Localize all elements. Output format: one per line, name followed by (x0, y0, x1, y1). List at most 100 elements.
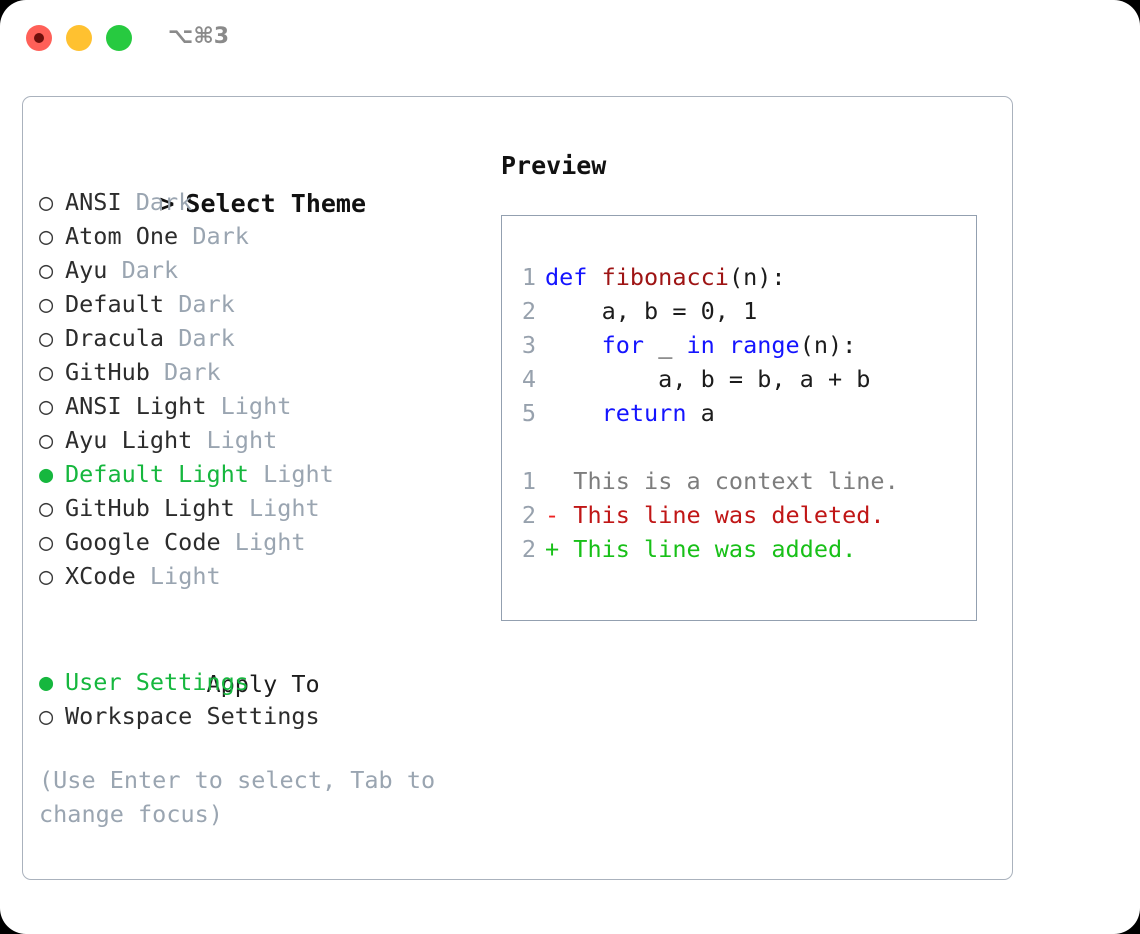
diff-text: This line was deleted. (559, 501, 885, 529)
code-token (715, 331, 729, 359)
code-token: a, b = 0, 1 (545, 297, 758, 325)
minimize-window-button[interactable] (66, 25, 92, 51)
spacer (122, 188, 136, 216)
theme-name-label: XCode (65, 562, 136, 590)
theme-name-label: Ayu (65, 256, 108, 284)
theme-name-label: Default (65, 290, 165, 318)
radio-unselected-icon: ○ (39, 392, 54, 420)
code-token: in (686, 331, 715, 359)
preview-title: Preview (501, 151, 607, 180)
theme-list-item[interactable]: ○Dracula Dark (39, 321, 499, 355)
radio-selected-icon: ● (39, 460, 54, 488)
theme-name-label: Google Code (65, 528, 221, 556)
theme-variant-label: Dark (164, 358, 221, 386)
spacer (235, 494, 249, 522)
code-token: a (686, 399, 715, 427)
apply-to-item[interactable]: ● User Settings (39, 665, 499, 699)
theme-variant-label: Dark (178, 290, 235, 318)
main-panel: >Select Theme ○ANSI Dark○Atom One Dark○A… (22, 96, 1013, 880)
theme-name-label: GitHub (65, 358, 150, 386)
line-number: 5 (521, 399, 536, 427)
apply-to-label: User Settings (65, 668, 249, 696)
apply-to-list: ● User Settings ○ Workspace Settings (39, 665, 499, 733)
diff-sign: - (545, 501, 560, 529)
apply-to-item[interactable]: ○ Workspace Settings (39, 699, 499, 733)
theme-name-label: Atom One (65, 222, 179, 250)
theme-list-item[interactable]: ○ GitHub Light Light (39, 491, 499, 525)
apply-to-header-label: Apply To (206, 670, 320, 698)
diff-line: 2+ This line was added. (506, 532, 972, 566)
theme-selector-column: >Select Theme ○ANSI Dark○Atom One Dark○A… (39, 147, 499, 831)
theme-variant-label: Light (263, 460, 334, 488)
diff-line: 1 This is a context line. (506, 464, 972, 498)
theme-variant-label: Dark (121, 256, 179, 284)
code-token: _ (644, 331, 687, 359)
theme-list-item[interactable]: ○ Atom One Dark (39, 219, 499, 253)
code-line: 2 a, b = 0, 1 (506, 294, 972, 328)
code-line: 3 for _ in range(n): (506, 328, 972, 362)
select-theme-header: >Select Theme (39, 147, 499, 218)
theme-variant-label: Light (206, 426, 278, 454)
theme-list-item[interactable]: ○Ayu Dark (39, 253, 499, 287)
theme-variant-label: Dark (135, 188, 193, 216)
theme-list-item[interactable]: ○ Default Dark (39, 287, 499, 321)
radio-unselected-icon: ○ (39, 494, 54, 522)
diff-sign: + (545, 535, 560, 563)
spacer (164, 290, 178, 318)
diff-line: 2- This line was deleted. (506, 498, 972, 532)
code-token: (n): (728, 263, 786, 291)
radio-unselected-icon: ○ (39, 562, 54, 590)
theme-variant-label: Light (149, 562, 221, 590)
apply-to-header: Apply To (39, 627, 499, 698)
theme-list-item[interactable]: ○ANSI Light Light (39, 389, 499, 423)
theme-list-item[interactable]: ○Google Code Light (39, 525, 499, 559)
radio-selected-icon: ● (39, 668, 54, 696)
radio-unselected-icon: ○ (39, 702, 54, 730)
spacer (178, 222, 192, 250)
line-number: 1 (521, 467, 536, 495)
theme-name-label: GitHub Light (65, 494, 235, 522)
code-token: (n): (799, 331, 857, 359)
code-token: range (728, 331, 800, 359)
theme-list-item[interactable]: ○ Ayu Light Light (39, 423, 499, 457)
theme-list: ○ANSI Dark○Atom One Dark○Ayu Dark○Defaul… (39, 185, 499, 593)
code-token: def (545, 263, 602, 291)
radio-unselected-icon: ○ (39, 188, 54, 216)
theme-variant-label: Light (220, 392, 292, 420)
theme-variant-label: Dark (178, 324, 235, 352)
keyboard-hint-text: (Use Enter to select, Tab to change focu… (39, 766, 436, 828)
theme-list-item[interactable]: ○ XCode Light (39, 559, 499, 593)
code-token: for (601, 331, 645, 359)
line-number: 1 (521, 263, 536, 291)
radio-unselected-icon: ○ (39, 426, 54, 454)
theme-variant-label: Light (234, 528, 306, 556)
code-token: fibonacci (601, 263, 729, 291)
code-line: 5 return a (506, 396, 972, 430)
titlebar: ⌥⌘3 (0, 0, 1140, 78)
theme-list-item[interactable]: ○ANSI Dark (39, 185, 499, 219)
radio-unselected-icon: ○ (39, 290, 54, 318)
radio-unselected-icon: ○ (39, 222, 54, 250)
code-token (545, 399, 602, 427)
spacer (249, 460, 263, 488)
keyboard-shortcut-label: ⌥⌘3 (168, 24, 230, 49)
line-number: 2 (521, 535, 536, 563)
spacer (107, 256, 121, 284)
code-token: return (601, 399, 687, 427)
theme-list-item[interactable]: ○ GitHub Dark (39, 355, 499, 389)
spacer (136, 562, 150, 590)
theme-name-label: Ayu Light (65, 426, 193, 454)
maximize-window-button[interactable] (106, 25, 132, 51)
theme-list-item[interactable]: ●Default Light Light (39, 457, 499, 491)
theme-variant-label: Dark (192, 222, 249, 250)
diff-sign (545, 467, 559, 495)
theme-variant-label: Light (248, 494, 320, 522)
close-window-icon (34, 33, 44, 43)
apply-to-label: Workspace Settings (65, 702, 320, 730)
radio-unselected-icon: ○ (39, 358, 54, 386)
spacer (192, 426, 206, 454)
